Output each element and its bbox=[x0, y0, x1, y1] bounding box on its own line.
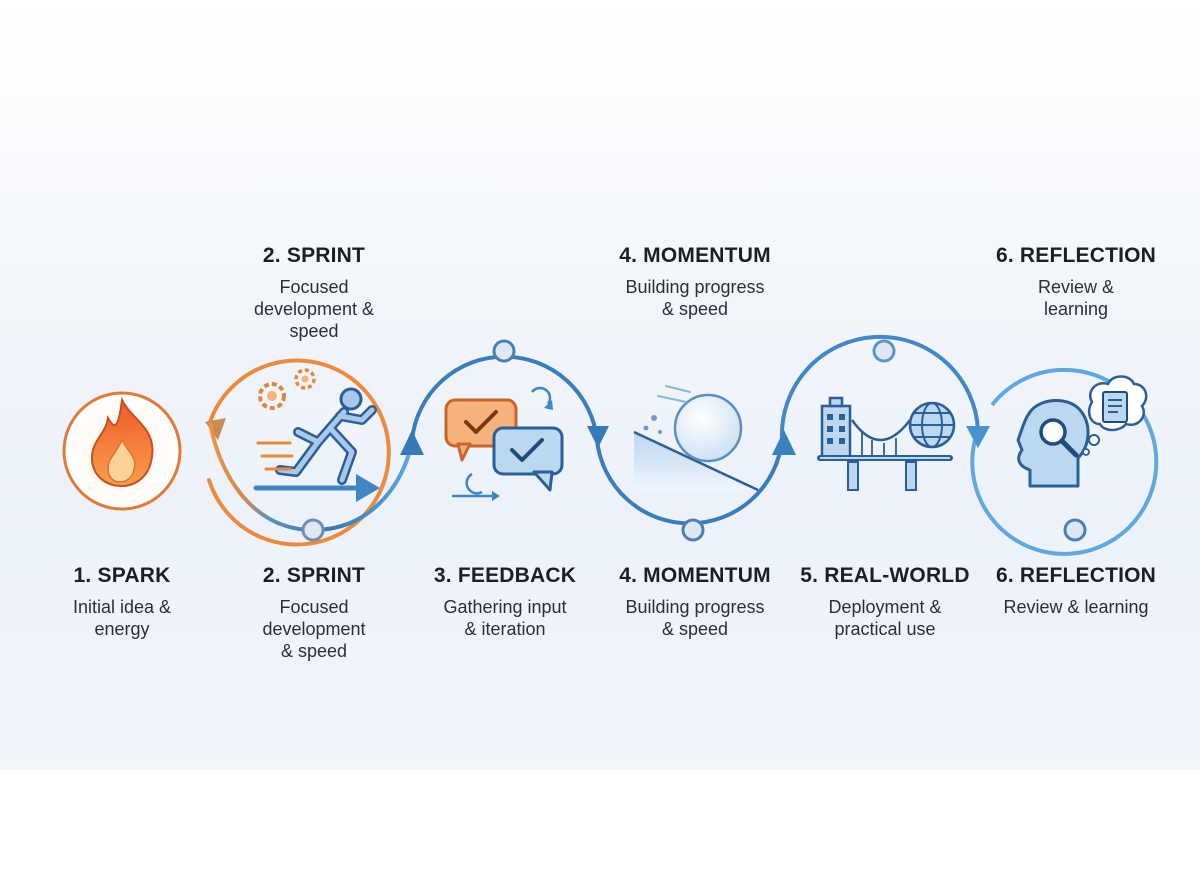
bottom-label-title: 2. SPRINT bbox=[262, 564, 366, 587]
stage-momentum-circle bbox=[587, 385, 784, 542]
feedback-arrowhead bbox=[400, 430, 424, 455]
reflection-loop bbox=[970, 367, 1159, 556]
flame-icon bbox=[90, 396, 154, 488]
bottom-label-spark: 1. SPARK Initial idea & energy bbox=[22, 564, 222, 640]
bottom-label-desc: Focused development & speed bbox=[262, 597, 366, 661]
bottom-label-desc: Review & learning bbox=[1003, 597, 1149, 617]
bottom-label-title: 6. REFLECTION bbox=[995, 564, 1157, 587]
rolling-ball-icon bbox=[633, 385, 759, 492]
bottom-label-title: 5. REAL-WORLD bbox=[800, 564, 970, 587]
stage-feedback-circle bbox=[400, 339, 599, 501]
runner-icon bbox=[253, 368, 380, 502]
realworld-node bbox=[872, 339, 896, 363]
stage-spark-circle bbox=[62, 358, 391, 547]
top-label-title: 2. SPRINT bbox=[262, 244, 366, 267]
bottom-label-desc: Initial idea & energy bbox=[72, 597, 172, 639]
chat-bubbles-icon bbox=[444, 386, 564, 501]
momentum-arrowhead bbox=[587, 426, 609, 448]
bottom-label-title: 1. SPARK bbox=[73, 564, 171, 587]
reflection-arrowhead bbox=[966, 426, 990, 448]
reflection-node bbox=[1063, 518, 1087, 542]
bottom-label-feedback: 3. FEEDBACK Gathering input & iteration bbox=[405, 564, 605, 640]
stage-realworld-circle bbox=[772, 334, 980, 491]
bottom-label-momentum: 4. MOMENTUM Building progress & speed bbox=[595, 564, 795, 640]
bottom-label-desc: Gathering input & iteration bbox=[443, 597, 567, 639]
top-label-desc: Building progress & speed bbox=[625, 277, 765, 319]
top-label-desc: Focused development & speed bbox=[253, 277, 375, 341]
realworld-arrowhead bbox=[772, 430, 796, 455]
momentum-node bbox=[681, 518, 705, 542]
top-label-desc: Review & learning bbox=[1037, 277, 1115, 319]
bottom-label-sprint: 2. SPRINT Focused development & speed bbox=[214, 564, 414, 662]
bottom-label-reflection: 6. REFLECTION Review & learning bbox=[976, 564, 1176, 618]
city-bridge-globe-icon bbox=[817, 396, 956, 491]
feedback-node bbox=[492, 339, 516, 363]
top-label-reflection: 6. REFLECTION Review & learning bbox=[976, 244, 1176, 320]
bottom-label-desc: Deployment & practical use bbox=[828, 597, 942, 639]
sprint-node bbox=[301, 518, 325, 542]
bottom-label-desc: Building progress & speed bbox=[625, 597, 765, 639]
head-thought-icon bbox=[1016, 375, 1148, 488]
top-label-momentum: 4. MOMENTUM Building progress & speed bbox=[595, 244, 795, 320]
bottom-label-title: 4. MOMENTUM bbox=[619, 564, 771, 587]
bottom-label-realworld: 5. REAL-WORLD Deployment & practical use bbox=[785, 564, 985, 640]
bottom-label-title: 3. FEEDBACK bbox=[433, 564, 577, 587]
top-label-title: 6. REFLECTION bbox=[995, 244, 1157, 267]
top-label-title: 4. MOMENTUM bbox=[619, 244, 771, 267]
stage-sprint bbox=[253, 368, 380, 542]
top-label-sprint: 2. SPRINT Focused development & speed bbox=[214, 244, 414, 342]
realworld-upper-arc bbox=[779, 334, 980, 441]
spark-loop bbox=[207, 358, 391, 547]
stage-reflection-circle bbox=[966, 367, 1159, 556]
